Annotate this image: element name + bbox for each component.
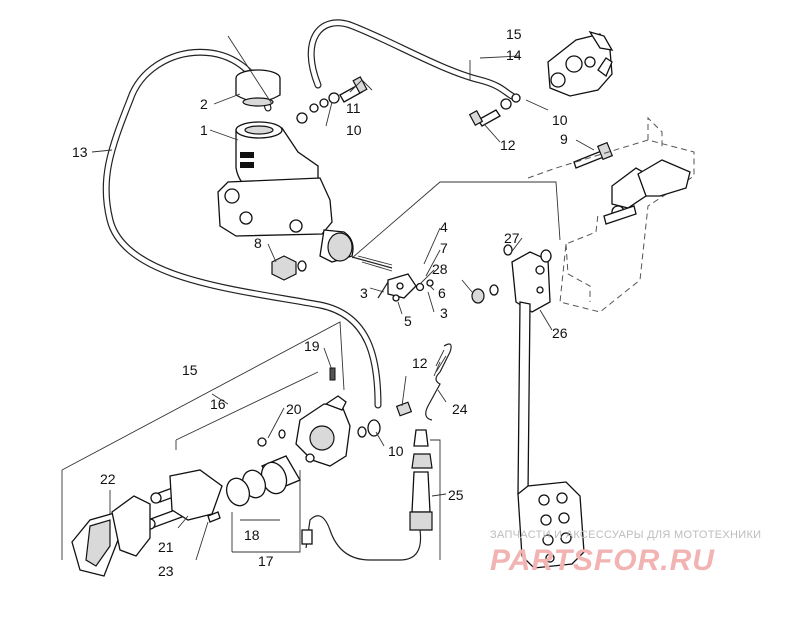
callout-10c: 10 [388, 443, 404, 459]
callout-25: 25 [448, 487, 464, 503]
callout-8: 8 [254, 235, 262, 251]
callout-27: 27 [504, 230, 520, 246]
caliper-bracket-21 [169, 469, 223, 521]
callout-19: 19 [304, 338, 320, 354]
watermark-tagline: ЗАПЧАСТИ И АКСЕССУАРЫ ДЛЯ МОТОТЕХНИКИ [490, 529, 761, 541]
callout-12a: 12 [500, 137, 516, 153]
callout-1: 1 [200, 122, 208, 138]
callout-10b: 10 [552, 112, 568, 128]
piston-16 [260, 455, 301, 495]
watermark: ЗАПЧАСТИ И АКСЕССУАРЫ ДЛЯ МОТОТЕХНИКИ PA… [490, 529, 761, 577]
callout-18: 18 [244, 527, 260, 543]
banjo-fitting-lower [357, 401, 413, 438]
brake-pads-22 [71, 495, 151, 577]
pushrod-clevis [377, 273, 434, 302]
hose-14 [307, 19, 516, 100]
callout-9: 9 [560, 131, 568, 147]
callout-2: 2 [200, 96, 208, 112]
pressure-switch-25 [301, 429, 433, 561]
banjo-fitting-caliper [468, 93, 521, 127]
callout-20: 20 [286, 401, 302, 417]
callout-14: 14 [506, 47, 522, 63]
clutch-pedal [511, 251, 585, 569]
reservoir-cap [235, 69, 281, 107]
callout-11: 11 [346, 100, 361, 116]
callout-21: 21 [158, 539, 174, 555]
bleeder-19 [329, 367, 336, 381]
callout-15a: 15 [506, 26, 522, 42]
seals-18 [225, 469, 267, 507]
leader-lines [61, 35, 595, 561]
master-cylinder-body [217, 177, 393, 272]
callout-23: 23 [158, 563, 174, 579]
washers-20 [257, 429, 286, 447]
bolt-9 [573, 141, 614, 169]
caliper-lower-housing [295, 395, 351, 467]
master-cylinder-reservoir [235, 121, 319, 193]
screw-23 [207, 511, 221, 523]
callout-16: 16 [210, 396, 226, 412]
callout-5: 5 [404, 313, 412, 329]
callout-24: 24 [452, 401, 468, 417]
watermark-brand: PARTSFOR.RU [490, 544, 715, 577]
callout-4: 4 [440, 219, 448, 235]
bushing-28 [471, 284, 499, 304]
return-spring [425, 343, 452, 421]
callout-15b: 15 [182, 362, 198, 378]
callout-numbers: 2 1 13 8 11 10 15 14 10 12 9 4 7 28 6 3 … [72, 26, 568, 579]
callout-10a: 10 [346, 122, 362, 138]
hose-13 [102, 48, 382, 409]
callout-13: 13 [72, 144, 88, 160]
callout-28: 28 [432, 261, 448, 277]
bolt-8 [271, 255, 307, 281]
clutch-caliper-top [547, 30, 614, 97]
callout-17: 17 [258, 553, 274, 569]
callout-26: 26 [552, 325, 568, 341]
callout-3a: 3 [360, 285, 368, 301]
banjo-fitting-top [296, 76, 368, 124]
callout-6: 6 [438, 285, 446, 301]
callout-12b: 12 [412, 355, 428, 371]
callout-7: 7 [440, 240, 448, 256]
callout-22: 22 [100, 471, 116, 487]
callout-3b: 3 [440, 305, 448, 321]
pivot-bushing-27 [503, 244, 552, 263]
pedal-mount-bracket [527, 116, 695, 313]
